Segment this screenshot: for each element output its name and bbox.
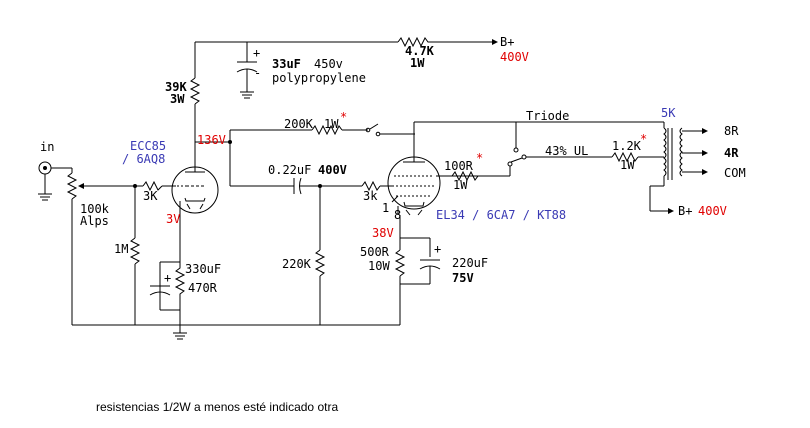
c220-plus-sign: + [434, 242, 441, 256]
input-label: in [40, 140, 54, 154]
resistor-4-7k [397, 36, 430, 48]
r-39k-value: 39K [165, 80, 187, 94]
capacitor-33uf [236, 42, 258, 99]
c-022-value: 0.22uF [268, 163, 311, 177]
output-transformer [649, 122, 708, 214]
tube-el34 [387, 134, 480, 216]
bplus-top-arrow [484, 39, 498, 45]
r-39k-power: 3W [170, 92, 185, 106]
volume-pot [66, 168, 135, 325]
cathode-network-1 [149, 226, 186, 325]
r-100r-value: 100R [444, 159, 474, 173]
c-330uf: 330uF [185, 262, 221, 276]
tube1-name: ECC85 [130, 139, 166, 153]
r-500r-value: 500R [360, 245, 390, 259]
r-4-7k-value: 4.7K [405, 44, 435, 58]
c33-plus-sign: + [253, 46, 260, 60]
r-100r-power: 1W [453, 178, 468, 192]
r-3k-grid2: 3k [363, 189, 378, 203]
switch-triode-label: Triode [526, 109, 569, 123]
input-jack [38, 161, 72, 201]
cathode-network-2 [394, 215, 441, 325]
resistor-100r [451, 170, 510, 182]
tube2-pin1: 1 [382, 201, 389, 215]
triode-ul-switch [413, 121, 664, 176]
coupling-capacitor [229, 142, 362, 195]
r-100r-mark: * [476, 151, 483, 165]
bplus-bottom-label: B+ [678, 204, 692, 218]
bplus-top-voltage: 400V [500, 50, 529, 64]
c-220uf-value: 220uF [452, 256, 488, 270]
r-1m: 1M [114, 242, 128, 256]
top-supply-rail [195, 39, 498, 45]
resistor-1-2k [611, 151, 664, 163]
tap-4r: 4R [724, 146, 739, 160]
r-1-2k-value: 1.2K [612, 139, 642, 153]
tube2-cathode-voltage: 38V [372, 226, 394, 240]
resistor-1m [129, 186, 141, 325]
c-33uf-value: 33uF [272, 57, 301, 71]
c-33uf-type: polypropylene [272, 71, 366, 85]
c-220uf-voltage: 75V [452, 271, 474, 285]
tube1-cathode-voltage: 3V [166, 212, 180, 226]
pot-brand: Alps [80, 214, 109, 228]
r-200k-mark: * [340, 110, 347, 124]
r-470r: 470R [188, 281, 218, 295]
r-200k-value: 200K [284, 117, 314, 131]
tube1-plate-voltage: 136V [197, 133, 226, 147]
bplus-top-label: B+ [500, 35, 514, 49]
feedback-path [229, 123, 415, 142]
r-1-2k-power: 1W [620, 158, 635, 172]
c33-minus-sign: - [254, 66, 261, 80]
resistor-220k [314, 186, 326, 325]
r-500r-power: 10W [368, 259, 390, 273]
r-200k-power: 1W [324, 117, 339, 131]
c-33uf-voltage: 450v [314, 57, 343, 71]
c330-plus-sign: + [164, 271, 171, 285]
r-4-7k-power: 1W [410, 56, 425, 70]
resistor-3k-grid2 [361, 180, 392, 192]
r-3k-grid1: 3K [143, 189, 158, 203]
bplus-bottom-voltage: 400V [698, 204, 727, 218]
resistor-39k [189, 42, 201, 135]
tap-com: COM [724, 166, 746, 180]
pot-value: 100k [80, 202, 110, 216]
resistor-note: resistencias 1/2W a menos esté indicado … [96, 400, 338, 414]
tube-ecc85 [171, 165, 219, 226]
transformer-impedance: 5K [661, 106, 676, 120]
tube2-name: EL34 / 6CA7 / KT88 [436, 208, 566, 222]
c-022-voltage: 400V [318, 163, 347, 177]
r-1-2k-mark: * [640, 132, 647, 146]
tube1-alt: / 6AQ8 [122, 152, 165, 166]
ground-bus [72, 324, 400, 340]
switch-ul-label: 43% UL [545, 144, 588, 158]
tap-8r: 8R [724, 124, 739, 138]
r-220k: 220K [282, 257, 312, 271]
tube2-pin8: 8 [394, 208, 401, 222]
